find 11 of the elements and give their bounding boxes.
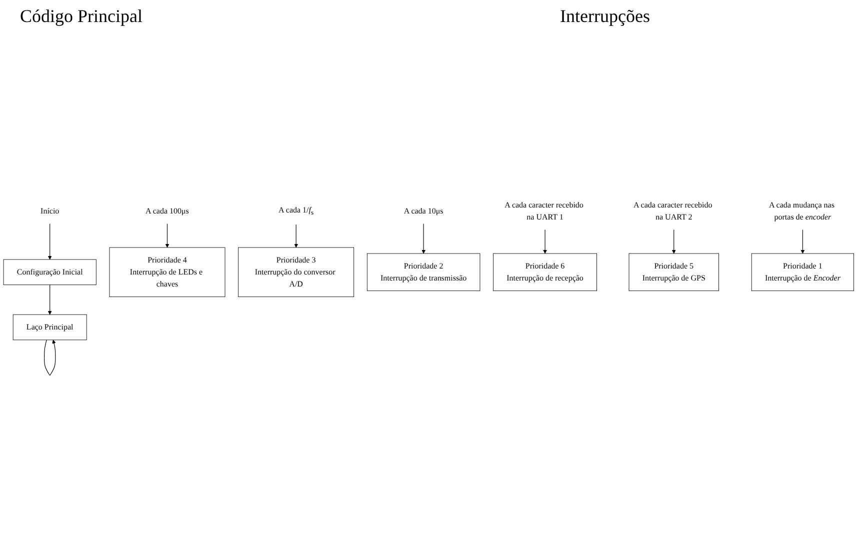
column-heading: Interrupções: [560, 6, 650, 27]
arrow: [48, 223, 52, 260]
arrow: [800, 229, 805, 254]
arrow: [44, 340, 56, 376]
arrow: [422, 223, 426, 254]
arrow: [294, 224, 298, 248]
arrow: [672, 229, 676, 254]
arrow: [165, 223, 170, 248]
arrow: [543, 229, 547, 254]
arrow: [48, 284, 52, 315]
column-heading: Código Principal: [20, 6, 142, 27]
